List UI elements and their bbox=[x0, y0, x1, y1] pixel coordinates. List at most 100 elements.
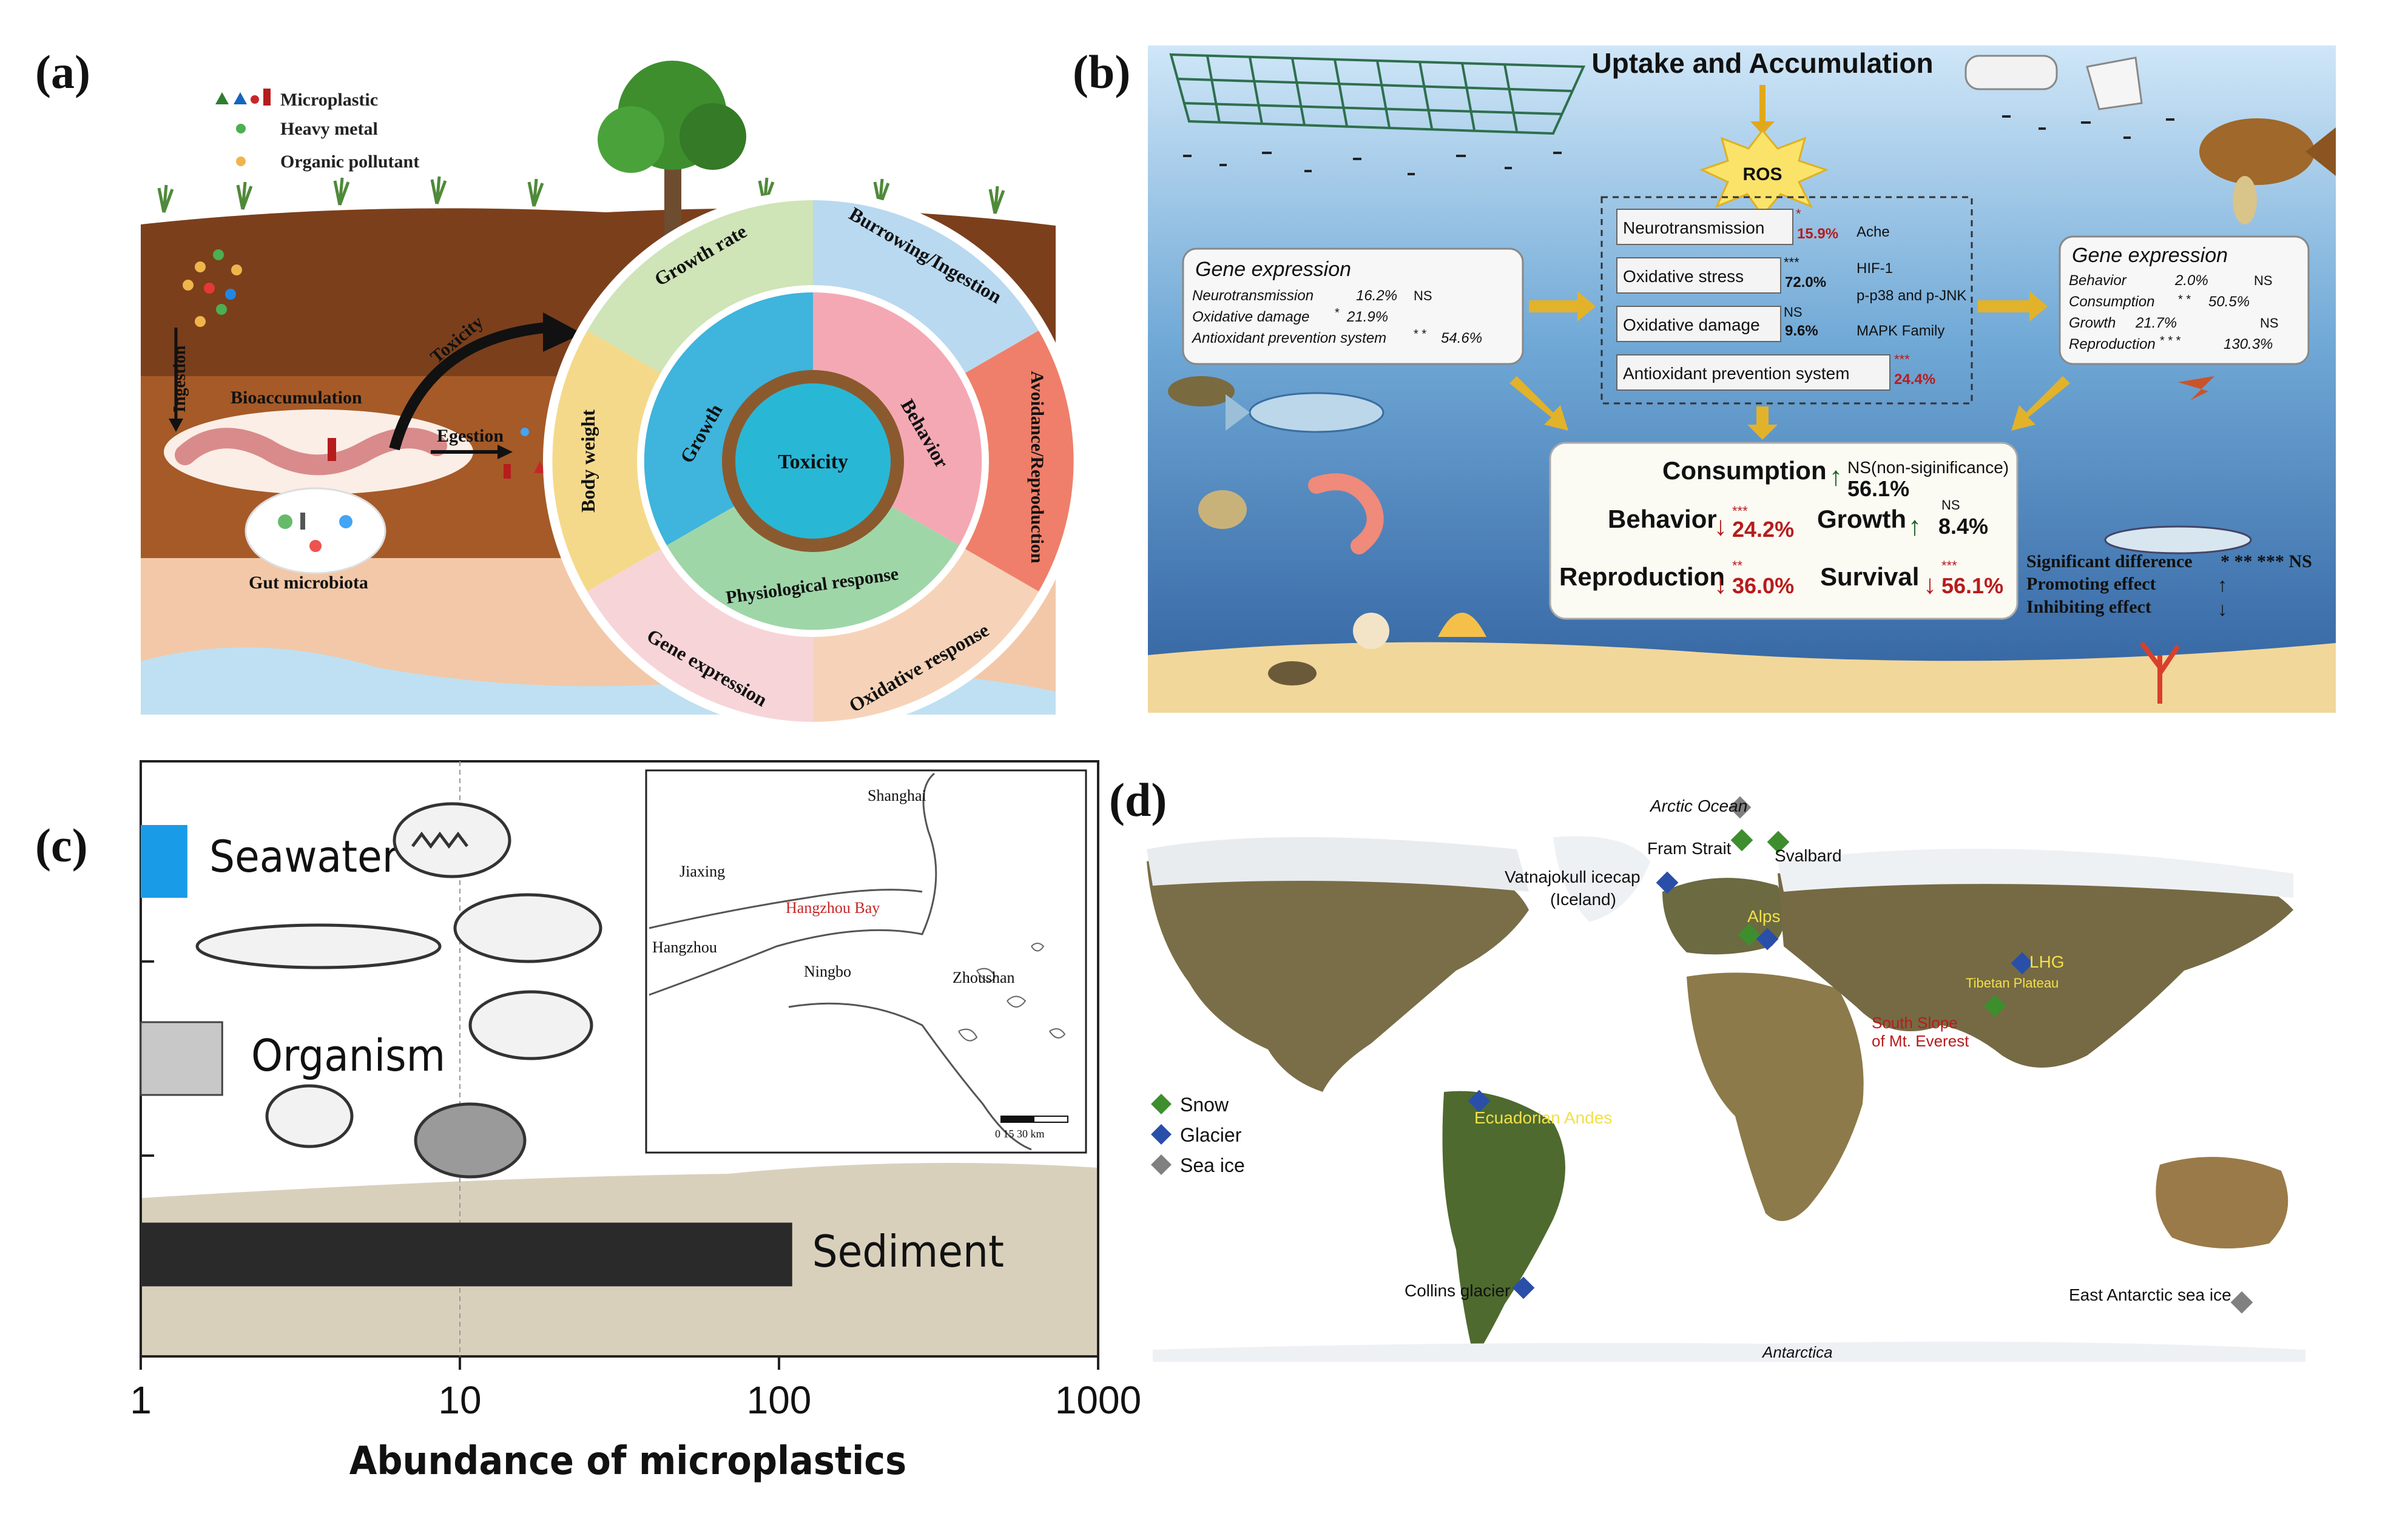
microplastic-triangle-icon bbox=[215, 92, 229, 104]
left-row-0-name: Neurotransmission bbox=[1192, 288, 1314, 304]
map-place-labels: Arctic Ocean Fram Strait Svalbard Vatnaj… bbox=[1405, 796, 2231, 1361]
fish-icon-top bbox=[2199, 118, 2315, 185]
label-east-antarctic: East Antarctic sea ice bbox=[2069, 1285, 2231, 1304]
right-row-0-mark: NS bbox=[2254, 273, 2273, 288]
result-reproduction-mark: ** bbox=[1732, 558, 1743, 573]
world-map bbox=[1147, 836, 2305, 1362]
flow-arrows bbox=[1509, 291, 2070, 440]
center-antiox-label: Antioxidant prevention system bbox=[1623, 364, 1850, 383]
right-row-1-name: Consumption bbox=[2069, 294, 2154, 310]
label-everest-2: of Mt. Everest bbox=[1872, 1032, 1969, 1050]
up-arrow-icon-2: ↑ bbox=[1908, 511, 1921, 541]
legend-snow: Snow bbox=[1180, 1094, 1229, 1116]
center-neuro-label: Neurotransmission bbox=[1623, 218, 1764, 237]
fishing-net-icon bbox=[1169, 53, 1586, 135]
panel-c: (c) Seawater Organism Sediment bbox=[35, 760, 1141, 1484]
result-growth-value: 8.4% bbox=[1938, 514, 1988, 539]
marker-andes-glacier bbox=[1468, 1089, 1491, 1113]
legend-microplastic: Microplastic bbox=[280, 90, 378, 110]
x-tick-1: 1 bbox=[130, 1378, 152, 1422]
marker-collins-glacier bbox=[1512, 1276, 1535, 1299]
worm-microplastic bbox=[328, 438, 336, 461]
right-row-2-mark: NS bbox=[2260, 315, 2279, 331]
center-neuro-mark: * bbox=[1796, 206, 1801, 221]
panel-b-label: (b) bbox=[1073, 45, 1130, 98]
bottle-icon bbox=[1965, 55, 2058, 90]
result-box: Consumption ↑ NS(non-siginificance) 56.1… bbox=[1549, 442, 2018, 620]
fish-icon-right bbox=[2104, 525, 2252, 554]
result-reproduction-label: Reproduction bbox=[1559, 562, 1725, 591]
legend-heavy-metal: Heavy metal bbox=[280, 119, 378, 139]
label-tibetan-plateau: Tibetan Plateau bbox=[1966, 975, 2059, 991]
center-antiox-mark: *** bbox=[1894, 352, 1910, 367]
panel-d: (d) bbox=[1109, 773, 2305, 1362]
plastic-bag-icon bbox=[2086, 56, 2143, 110]
bivalve-icon bbox=[1198, 490, 1247, 529]
result-consumption-note: NS(non-siginificance) bbox=[1847, 458, 2009, 477]
scallop-icon bbox=[1438, 613, 1486, 637]
legend-organic-pollutant: Organic pollutant bbox=[280, 152, 419, 172]
result-reproduction-value: 36.0% bbox=[1732, 573, 1794, 598]
tree-icon bbox=[598, 61, 746, 243]
panel-b: (b) Uptake and Accumulation ROS bbox=[1073, 45, 2336, 713]
label-fram-strait: Fram Strait bbox=[1647, 839, 1732, 858]
marker-vatnajokull-glacier bbox=[1656, 871, 1679, 894]
label-arctic-ocean: Arctic Ocean bbox=[1649, 796, 1747, 815]
cuttlefish-icon bbox=[468, 990, 593, 1060]
microplastic-rect-icon bbox=[263, 89, 271, 106]
marker-alps-snow bbox=[1738, 923, 1761, 946]
toxicity-wheel: Toxicity Growth Behavior Physiological r… bbox=[543, 191, 1083, 731]
down-arrow-icon-3: ↓ bbox=[1923, 570, 1937, 599]
right-row-1-value: 50.5% bbox=[2208, 294, 2250, 310]
result-growth-mark: NS bbox=[1941, 497, 1960, 513]
uptake-title: Uptake and Accumulation bbox=[1591, 47, 1933, 79]
wheel-bodyweight-label: Body weight bbox=[577, 409, 599, 513]
panel-a-legend: Microplastic Heavy metal Organic polluta… bbox=[215, 89, 419, 172]
center-antiox-value: 24.4% bbox=[1894, 371, 1935, 388]
down-arrow-icon: ↓ bbox=[1714, 511, 1727, 541]
fish-icon-left bbox=[1168, 376, 1235, 406]
right-row-3-mark: * * * bbox=[2160, 334, 2181, 348]
shrimp-icon bbox=[1308, 473, 1384, 554]
pollutant-cluster bbox=[183, 249, 242, 327]
ingestion-label: Ingestion bbox=[170, 345, 189, 412]
center-oxdamage-mark: NS bbox=[1784, 305, 1803, 320]
left-axis-ticks bbox=[141, 960, 154, 1157]
up-arrow-icon: ↑ bbox=[1829, 462, 1843, 491]
left-row-1-value: 21.9% bbox=[1346, 309, 1388, 325]
center-box-antiox: Antioxidant prevention system *** 24.4% bbox=[1616, 352, 1935, 391]
left-row-1-name: Oxidative damage bbox=[1192, 309, 1309, 325]
gut-microbiota-bubble bbox=[245, 487, 386, 574]
result-behavior-label: Behavior bbox=[1608, 505, 1717, 533]
bioaccumulation-label: Bioaccumulation bbox=[231, 388, 362, 408]
map-markers bbox=[1468, 796, 2253, 1314]
organic-pollutant-dot-icon bbox=[236, 157, 246, 166]
result-survival-mark: *** bbox=[1941, 558, 1957, 573]
label-svalbard: Svalbard bbox=[1775, 846, 1842, 865]
map-hangzhou: Hangzhou bbox=[652, 938, 717, 956]
egestion-label: Egestion bbox=[437, 426, 504, 446]
label-collins-glacier: Collins glacier bbox=[1405, 1281, 1510, 1300]
center-oxstress-value: 72.0% bbox=[1785, 274, 1826, 291]
result-survival-label: Survival bbox=[1820, 562, 1919, 591]
label-antarctica: Antarctica bbox=[1761, 1343, 1833, 1361]
label-vatnajokull: Vatnajokull icecap bbox=[1505, 867, 1641, 886]
center-neuro-side: Ache bbox=[1857, 224, 1890, 240]
key-down-arrow-icon: ↓ bbox=[2217, 598, 2227, 620]
marker-arctic-seaice bbox=[1728, 796, 1752, 819]
panel-a-label: (a) bbox=[35, 45, 90, 98]
microplastic-triangle-icon-2 bbox=[234, 92, 247, 104]
key-stars: * ** *** NS bbox=[2221, 551, 2312, 571]
key-inhibiting: Inhibiting effect bbox=[2026, 597, 2151, 617]
center-oxstress-mark: *** bbox=[1784, 255, 1799, 270]
ros-label: ROS bbox=[1742, 164, 1782, 184]
microplastic-dot-icon bbox=[251, 95, 259, 104]
legend-seaice-icon bbox=[1151, 1154, 1172, 1175]
center-oxstress-side: HIF-1 bbox=[1857, 260, 1893, 277]
right-row-3-name: Reproduction bbox=[2069, 336, 2156, 352]
left-row-2-mark: * * bbox=[1414, 328, 1426, 341]
center-mapk-side: MAPK Family bbox=[1857, 323, 1944, 339]
center-oxstress-label: Oxidative stress bbox=[1623, 267, 1744, 286]
down-arrow-icon-2: ↓ bbox=[1714, 570, 1727, 599]
